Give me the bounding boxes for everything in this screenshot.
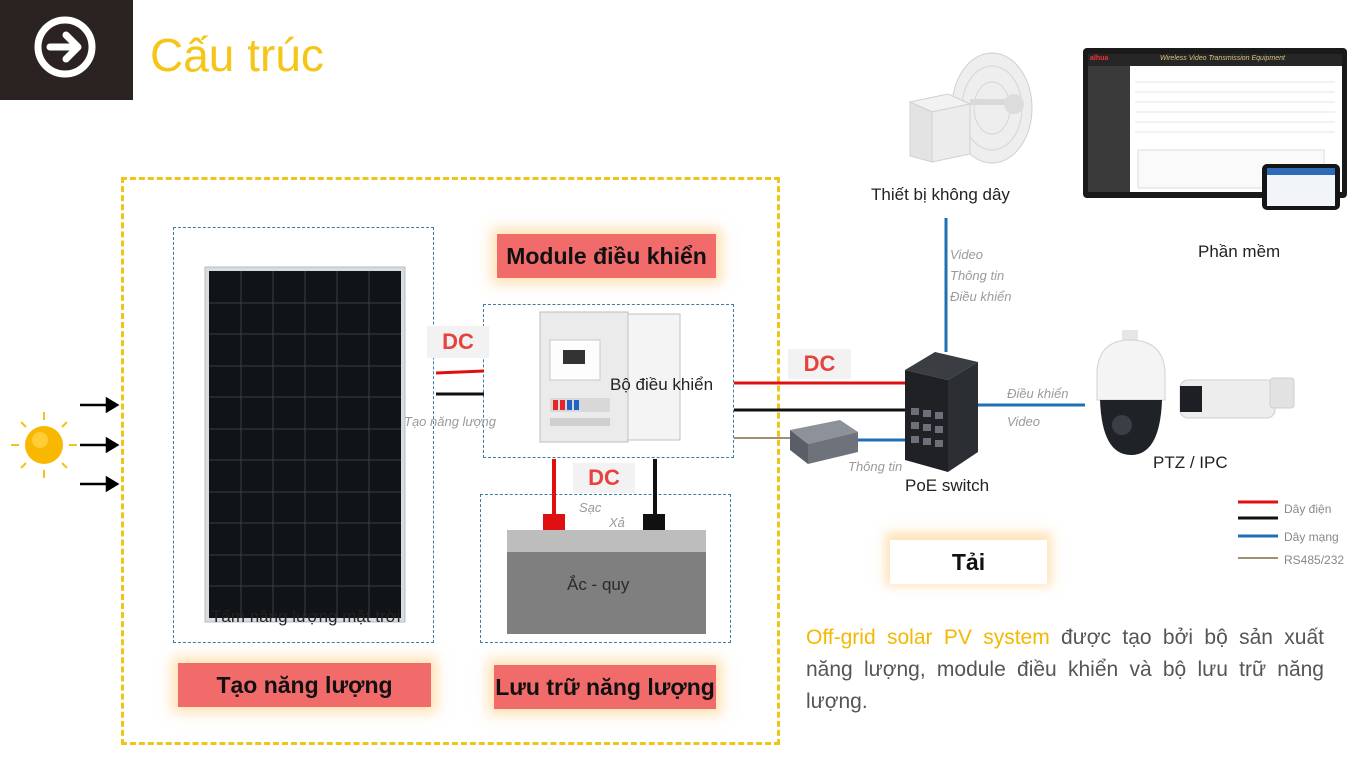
software-brand: alhua xyxy=(1090,55,1109,62)
controller-box xyxy=(483,304,734,458)
storage-label: Lưu trữ năng lượng xyxy=(494,665,716,709)
battery-image xyxy=(507,514,706,634)
software-label: Phần mềm xyxy=(1198,242,1281,261)
dc-label-switch: DC xyxy=(788,349,851,379)
serial-converter-image xyxy=(790,420,858,464)
legend-power-label: Dây điện xyxy=(1284,502,1332,516)
dc-label-panel: DC xyxy=(427,326,489,358)
dc-wire-positive xyxy=(435,369,485,375)
description-rest: được tạo bởi bộ sản xuất năng lượng, mod… xyxy=(806,626,1324,713)
page-title: Cấu trúc xyxy=(150,29,324,81)
camera-note-control: Điều khiển xyxy=(1007,386,1069,401)
battery-label: Ắc - quy xyxy=(567,575,630,594)
solar-panel-image xyxy=(204,266,406,623)
controller-cabinet-image xyxy=(539,311,681,443)
software-header: Wireless Video Transmission Equipment xyxy=(1160,55,1285,62)
description-paragraph: Off-grid solar PV system được tạo bởi bộ… xyxy=(806,622,1324,718)
generation-note: Tạo năng lượng xyxy=(404,414,496,429)
storage-box xyxy=(480,494,731,643)
discharge-note: Xả xyxy=(609,515,625,530)
description-highlight: Off-grid solar PV system xyxy=(806,626,1050,649)
link-note-video: Video xyxy=(950,247,984,262)
ipc-bullet-camera-image xyxy=(1179,377,1295,419)
info-note: Thông tin xyxy=(848,459,903,474)
arrow-right-circle-icon[interactable] xyxy=(0,0,133,100)
legend-network-label: Dây mạng xyxy=(1284,530,1339,544)
software-laptop-image xyxy=(1083,48,1347,210)
panel-label: Tấm năng lượng mặt trời xyxy=(211,607,401,626)
sun-icon xyxy=(11,412,77,478)
generation-box xyxy=(173,227,434,643)
camera-label: PTZ / IPC xyxy=(1153,453,1228,472)
dc-label-battery: DC xyxy=(573,463,635,493)
legend-rs485-label: RS485/232 xyxy=(1284,553,1345,567)
module-label: Module điều khiển xyxy=(497,234,716,278)
ptz-camera-image xyxy=(1096,330,1166,455)
link-note-control: Điều khiển xyxy=(950,289,1012,304)
camera-note-video: Video xyxy=(1007,414,1041,429)
poe-switch-image xyxy=(905,352,978,472)
charge-note: Sạc xyxy=(579,500,602,515)
poe-switch-label: PoE switch xyxy=(905,476,990,495)
sunlight-arrow-icons xyxy=(80,396,120,493)
wireless-label: Thiết bị không dây xyxy=(871,185,1010,204)
load-label: Tải xyxy=(890,540,1047,584)
generation-label: Tạo năng lượng xyxy=(178,663,431,707)
wireless-device-image xyxy=(908,52,1033,164)
controller-label: Bộ điều khiển xyxy=(610,375,714,394)
link-note-info: Thông tin xyxy=(950,268,1005,283)
off-grid-system-frame xyxy=(121,177,780,745)
